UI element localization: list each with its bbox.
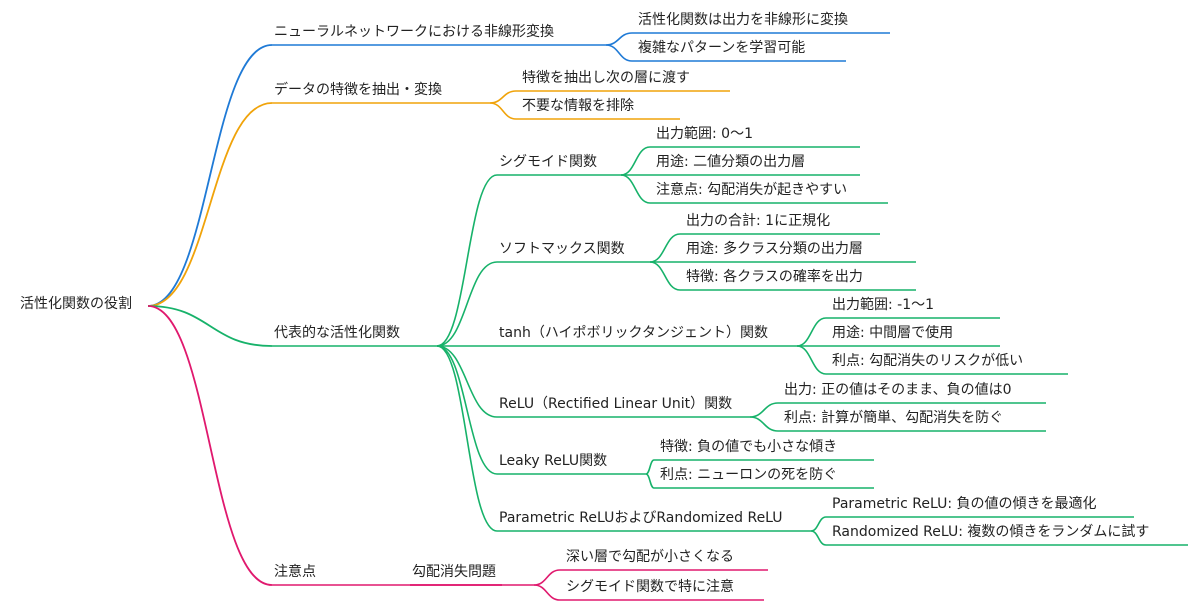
branch-3-sub-0-label: 勾配消失問題: [412, 564, 496, 580]
branch-2-sub-2-leaf-label-0: 出力範囲: -1〜1: [832, 297, 935, 313]
branch-2-sub-4-leaf-connector-1: [645, 473, 655, 489]
branch-2-sub-1-connector: [436, 261, 498, 347]
branch-0-leaf-connector-0: [605, 32, 633, 46]
branch-1-connector: [147, 102, 273, 307]
branch-2-sub-1-leaf-label-1: 用途: 多クラス分類の出力層: [686, 241, 863, 257]
branch-2-sub-0-connector: [436, 174, 498, 347]
branch-3-sub-0-leaf-label-1: シグモイド関数で特に注意: [566, 579, 734, 595]
branch-1-leaf-label-0: 特徴を抽出し次の層に渡す: [522, 70, 690, 86]
branch-2-sub-0-leaf-label-1: 用途: 二値分類の出力層: [656, 154, 806, 170]
branch-1-leaf-connector-0: [489, 90, 517, 104]
branch-0-leaf-label-1: 複雑なパターンを学習可能: [638, 40, 806, 56]
branch-2-sub-5-leaf-connector-1: [810, 530, 827, 546]
branch-2-sub-0-leaf-connector-0: [620, 146, 651, 176]
branch-2-sub-2-leaf-label-2: 利点: 勾配消失のリスクが低い: [832, 353, 1024, 369]
branch-2-sub-0-label: シグモイド関数: [499, 154, 597, 170]
branch-1-label: データの特徴を抽出・変換: [274, 82, 442, 98]
branch-2-sub-4-label: Leaky ReLU関数: [499, 453, 608, 469]
branch-2-sub-4-leaf-label-0: 特徴: 負の値でも小さな傾き: [660, 439, 838, 455]
branch-2-sub-4-connector: [436, 345, 498, 475]
branch-2-sub-2-leaf-label-1: 用途: 中間層で使用: [832, 325, 954, 341]
branch-2-sub-2-label: tanh（ハイポボリックタンジェント）関数: [499, 325, 768, 341]
branch-0-leaf-connector-1: [605, 44, 633, 62]
branch-2-sub-5-connector: [436, 345, 498, 532]
branch-2-sub-1-leaf-connector-2: [649, 261, 681, 291]
branch-2-sub-3-leaf-connector-0: [749, 402, 779, 418]
branch-2-sub-1-leaf-label-0: 出力の合計: 1に正規化: [686, 213, 831, 229]
branch-2-sub-3-leaf-label-1: 利点: 計算が簡単、勾配消失を防ぐ: [784, 410, 1004, 426]
branch-2-sub-1-leaf-label-2: 特徴: 各クラスの確率を出力: [686, 269, 863, 285]
branch-2-sub-4-leaf-label-1: 利点: ニューロンの死を防ぐ: [660, 467, 838, 483]
branch-0-label: ニューラルネットワークにおける非線形変換: [274, 24, 554, 40]
branch-2-sub-0-leaf-label-2: 注意点: 勾配消失が起きやすい: [656, 182, 848, 198]
branch-2-sub-3-leaf-connector-1: [749, 416, 779, 432]
branch-2-sub-1-label: ソフトマックス関数: [499, 241, 625, 257]
branch-2-connector: [147, 305, 273, 347]
branch-2-sub-1-leaf-connector-0: [649, 233, 681, 263]
branch-2-sub-2-leaf-connector-2: [796, 345, 827, 375]
branch-2-sub-3-connector: [436, 345, 498, 418]
branch-2-sub-3-leaf-label-0: 出力: 正の値はそのまま、負の値は0: [784, 382, 1012, 398]
branch-0-connector: [147, 44, 273, 307]
branch-2-label: 代表的な活性化関数: [274, 325, 400, 341]
branch-2-sub-3-label: ReLU（Rectified Linear Unit）関数: [499, 396, 733, 412]
branch-3-connector: [147, 305, 273, 586]
branch-2-sub-5-leaf-connector-0: [810, 516, 827, 532]
branch-2-sub-4-leaf-connector-0: [645, 459, 655, 475]
branch-1-leaf-connector-1: [489, 102, 517, 120]
branch-2-sub-0-leaf-connector-2: [620, 174, 651, 204]
branch-3-sub-0-leaf-connector-0: [533, 569, 561, 586]
branch-2-sub-5-leaf-label-1: Randomized ReLU: 複数の傾きをランダムに試す: [832, 524, 1150, 540]
root-node-label: 活性化関数の役割: [20, 296, 132, 312]
branch-0-leaf-label-0: 活性化関数は出力を非線形に変換: [638, 12, 848, 28]
branch-3-sub-0-leaf-label-0: 深い層で勾配が小さくなる: [566, 549, 734, 565]
branch-1-leaf-label-1: 不要な情報を排除: [522, 98, 634, 114]
branch-2-sub-5-leaf-label-0: Parametric ReLU: 負の値の傾きを最適化: [832, 496, 1097, 512]
branch-2-sub-5-label: Parametric ReLUおよびRandomized ReLU: [499, 510, 783, 526]
branch-2-sub-0-leaf-label-0: 出力範囲: 0〜1: [656, 126, 753, 142]
branch-3-sub-0-leaf-connector-1: [533, 584, 561, 601]
branch-2-sub-2-leaf-connector-0: [796, 317, 827, 347]
branch-3-label: 注意点: [274, 564, 316, 580]
